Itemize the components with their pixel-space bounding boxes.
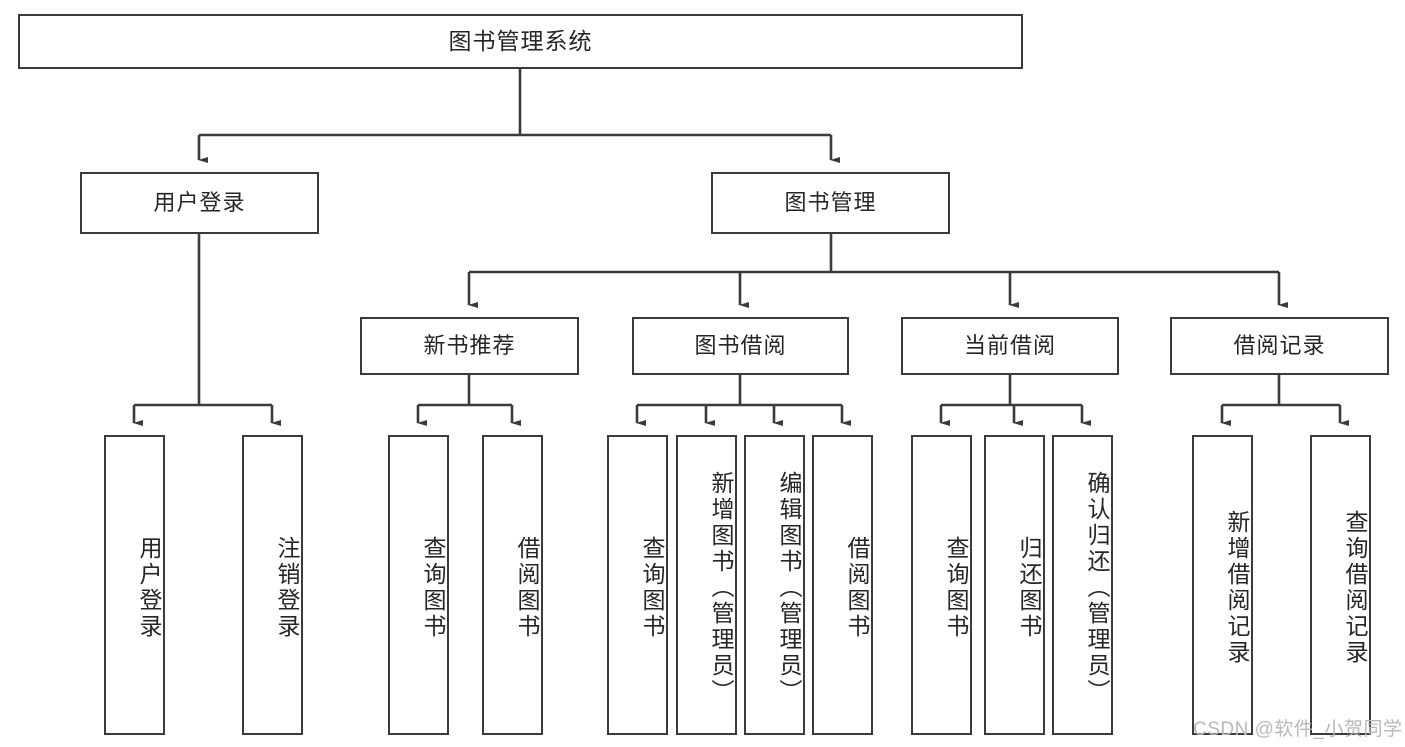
node-label: 图书管理系统: [448, 27, 593, 54]
node-leaf-borrow-book-recommend[interactable]: 借阅图书: [482, 435, 543, 735]
node-current-borrow[interactable]: 当前借阅: [901, 317, 1119, 375]
node-book-management[interactable]: 图书管理: [711, 172, 950, 234]
node-label: 归还图书: [1016, 536, 1042, 640]
node-label: 编辑图书（管理员）: [776, 471, 802, 705]
node-leaf-confirm-return-admin[interactable]: 确认归还（管理员）: [1052, 435, 1113, 735]
node-label: 用户登录: [136, 536, 162, 640]
node-label: 新增借阅记录: [1224, 510, 1250, 666]
node-book-borrow[interactable]: 图书借阅: [632, 317, 849, 375]
node-leaf-query-book-borrow[interactable]: 查询图书: [607, 435, 668, 735]
node-new-book-recommend[interactable]: 新书推荐: [360, 317, 579, 375]
node-leaf-user-login[interactable]: 用户登录: [104, 435, 165, 735]
node-label: 图书借阅: [694, 332, 787, 358]
node-root-system[interactable]: 图书管理系统: [18, 14, 1023, 69]
csdn-watermark: CSDN @软件_小贺同学: [1193, 714, 1402, 741]
node-label: 确认归还（管理员）: [1084, 471, 1110, 705]
node-leaf-add-borrow-record[interactable]: 新增借阅记录: [1192, 435, 1253, 735]
node-label: 注销登录: [274, 536, 300, 640]
node-label: 当前借阅: [963, 332, 1056, 358]
node-label: 查询图书: [943, 536, 969, 640]
node-label: 图书管理: [784, 189, 877, 215]
node-label: 借阅图书: [844, 536, 870, 640]
node-leaf-return-book[interactable]: 归还图书: [984, 435, 1045, 735]
node-leaf-query-book-current[interactable]: 查询图书: [911, 435, 972, 735]
node-label: 借阅图书: [514, 536, 540, 640]
node-label: 用户登录: [153, 189, 246, 215]
node-leaf-edit-book-admin[interactable]: 编辑图书（管理员）: [744, 435, 805, 735]
node-leaf-add-book-admin[interactable]: 新增图书（管理员）: [676, 435, 737, 735]
node-label: 借阅记录: [1233, 332, 1326, 358]
node-label: 查询借阅记录: [1342, 510, 1368, 666]
node-borrow-record[interactable]: 借阅记录: [1170, 317, 1389, 375]
node-leaf-logout[interactable]: 注销登录: [242, 435, 303, 735]
node-leaf-query-book-recommend[interactable]: 查询图书: [388, 435, 449, 735]
node-label: 新增图书（管理员）: [708, 471, 734, 705]
node-label: 查询图书: [639, 536, 665, 640]
node-leaf-borrow-book[interactable]: 借阅图书: [812, 435, 873, 735]
node-user-login[interactable]: 用户登录: [80, 172, 319, 234]
watermark-text: CSDN @软件_小贺同学: [1193, 719, 1403, 740]
node-leaf-query-borrow-record[interactable]: 查询借阅记录: [1310, 435, 1371, 735]
node-label: 查询图书: [420, 536, 446, 640]
node-label: 新书推荐: [423, 332, 516, 358]
